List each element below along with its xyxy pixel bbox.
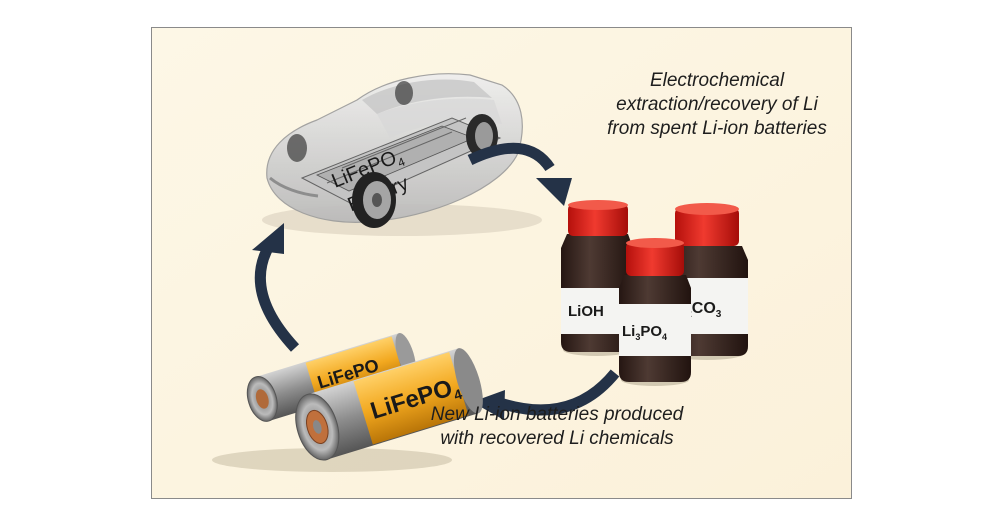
arrow-batteries-to-car [252, 223, 300, 352]
car-front-wheel [352, 172, 396, 228]
top-caption: Electrochemical extraction/recovery of L… [582, 69, 851, 141]
bottom-caption: New Li-ion batteries produced with recov… [397, 403, 717, 451]
chemical-bottles: Li2CO3 LiOH Li3PO4 [561, 200, 748, 386]
arrow-car-to-bottles [467, 142, 572, 206]
cycle-arrows [252, 142, 620, 420]
arrow-bottles-to-batteries [472, 369, 620, 420]
bottom-caption-line-1: New Li-ion batteries produced [430, 404, 684, 425]
bottom-caption-line-2: with recovered Li chemicals [440, 428, 674, 449]
car-roof-glass [377, 98, 502, 138]
bottle-li3po4-label: Li3PO4 [622, 323, 667, 342]
bottle-lioh-label: LiOH [568, 303, 604, 320]
car-headlight [269, 176, 319, 198]
front-cell: LiFePO4 [295, 348, 483, 461]
top-caption-line-1: Electrochemical [649, 70, 785, 91]
car-windshield [362, 79, 492, 114]
top-caption-line-2: extraction/recovery of Li [616, 94, 818, 115]
recycling-cycle-diagram: LiFePO4 Battery [152, 28, 851, 498]
lifepo4-cells: LiFePO LiFePO4 [212, 332, 483, 472]
car-far-wheels [287, 81, 413, 162]
top-caption-line-3: from spent Li-ion batteries [607, 118, 827, 139]
bottle-li3po4: Li3PO4 [619, 238, 691, 386]
figure-panel: LiFePO4 Battery [151, 27, 852, 499]
